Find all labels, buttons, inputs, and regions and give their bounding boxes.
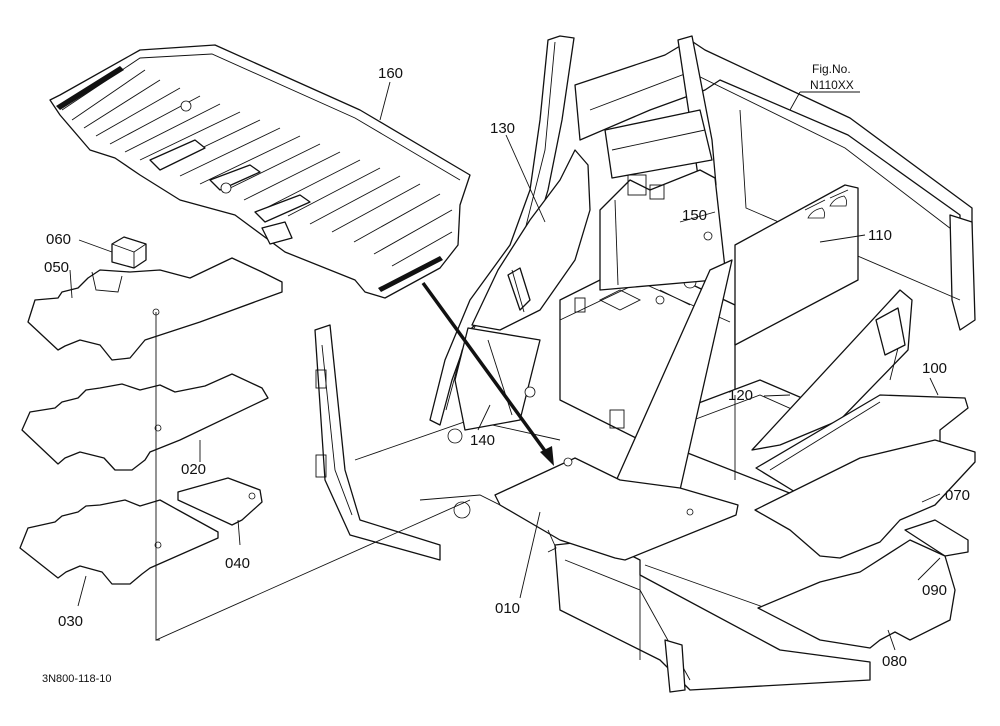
part-150-rear-panel <box>599 109 726 291</box>
label-030: 030 <box>58 613 83 630</box>
part-110-tall-panel <box>734 184 859 346</box>
fig-number: N110XX <box>810 78 854 92</box>
part-130-side-panel <box>471 149 591 331</box>
part-020-mat <box>21 373 269 471</box>
leader-lines <box>69 81 941 651</box>
label-090: 090 <box>922 582 947 599</box>
part-040-plate <box>177 477 263 526</box>
label-110: 110 <box>868 227 892 244</box>
part-160-floor-mat <box>49 44 471 299</box>
part-090-plate <box>904 519 969 557</box>
part-070-rear-mat <box>754 439 976 559</box>
label-020: 020 <box>181 461 206 478</box>
label-130: 130 <box>490 120 515 137</box>
label-050: 050 <box>44 259 69 276</box>
label-140: 140 <box>470 432 495 449</box>
label-150: 150 <box>682 207 707 224</box>
part-080-lower-mat <box>757 539 956 649</box>
label-070: 070 <box>945 487 970 504</box>
part-060-block <box>111 236 147 269</box>
label-080: 080 <box>882 653 907 670</box>
part-030-mat <box>19 499 219 585</box>
part-120-angled-panel <box>611 259 913 491</box>
label-010: 010 <box>495 600 520 617</box>
label-060: 060 <box>46 231 71 248</box>
figure-reference: Fig.No. N110XX <box>810 62 854 92</box>
part-010-floor-plate <box>494 457 739 561</box>
label-160: 160 <box>378 65 403 82</box>
part-050-mat <box>27 257 283 361</box>
direction-arrow <box>421 281 554 466</box>
drawing-code: 3N800-118-10 <box>42 673 112 685</box>
fig-label: Fig.No. <box>812 62 851 76</box>
label-040: 040 <box>225 555 250 572</box>
label-120: 120 <box>728 387 753 404</box>
part-labels: 160 130 150 110 060 050 020 040 030 140 … <box>44 65 970 670</box>
label-100: 100 <box>922 360 947 377</box>
alignment-lines <box>155 312 471 641</box>
